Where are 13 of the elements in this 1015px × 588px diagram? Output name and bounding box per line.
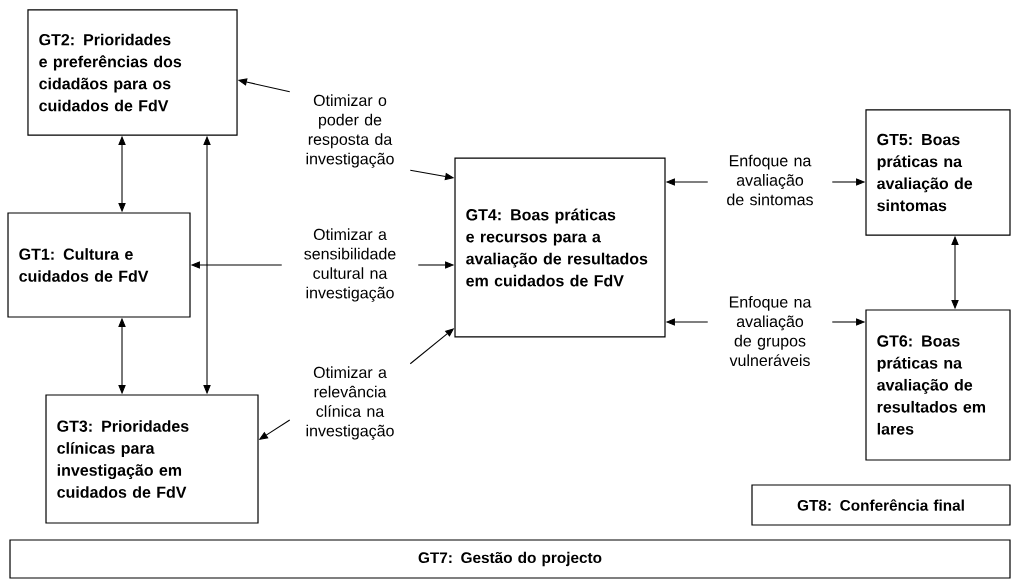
group-box: GT2: Prioridades e preferências dos cidadãos para os cuidados de FdV <box>27 9 238 136</box>
annotation-text: Otimizar o poder de resposta da investigação <box>306 94 394 168</box>
group-box: GT1: Cultura e cuidados de FdV <box>7 212 191 318</box>
annotation-text: Enfoque na avaliação de sintomas <box>727 154 813 206</box>
group-box: GT8: Conferência final <box>751 484 1011 526</box>
group-box: GT4: Boas práticas e recursos para a avaliação de resultados em cuidados de FdV <box>454 157 666 338</box>
group-box: GT7: Gestão do projecto <box>9 539 1011 579</box>
group-box: GT5: Boas práticas na avaliação de sintomas <box>865 109 1011 236</box>
annotation-text: Otimizar a sensibilidade cultural na investigação <box>304 228 396 302</box>
group-box: GT6: Boas práticas na avaliação de resultados em lares <box>865 309 1011 461</box>
annotation-text: Enfoque na avaliação de grupos vulneráveis <box>729 295 812 367</box>
annotation-text: Otimizar a relevância clínica na investigação <box>306 366 394 440</box>
group-box: GT3: Prioridades clínicas para investigação em cuidados de FdV <box>45 394 259 524</box>
